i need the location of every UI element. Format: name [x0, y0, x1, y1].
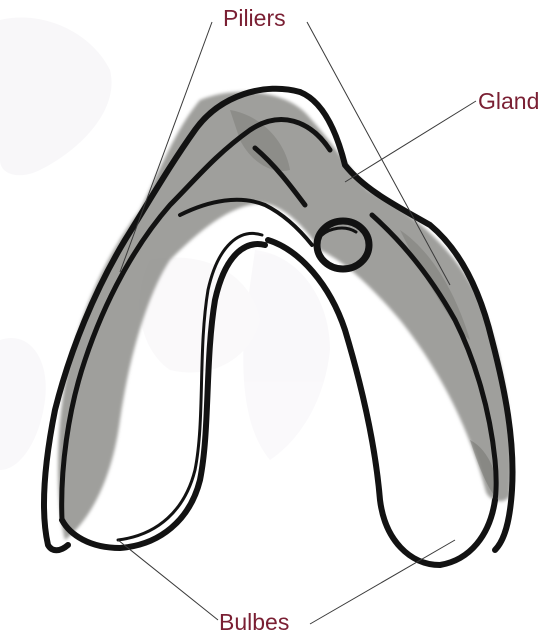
- label-gland: Gland: [478, 88, 539, 114]
- leader-line-bulbes-left: [118, 540, 218, 620]
- label-piliers: Piliers: [223, 5, 286, 31]
- leader-line-bulbes-right: [310, 540, 455, 624]
- leader-line-gland: [345, 101, 476, 182]
- label-bulbes: Bulbes: [219, 609, 289, 634]
